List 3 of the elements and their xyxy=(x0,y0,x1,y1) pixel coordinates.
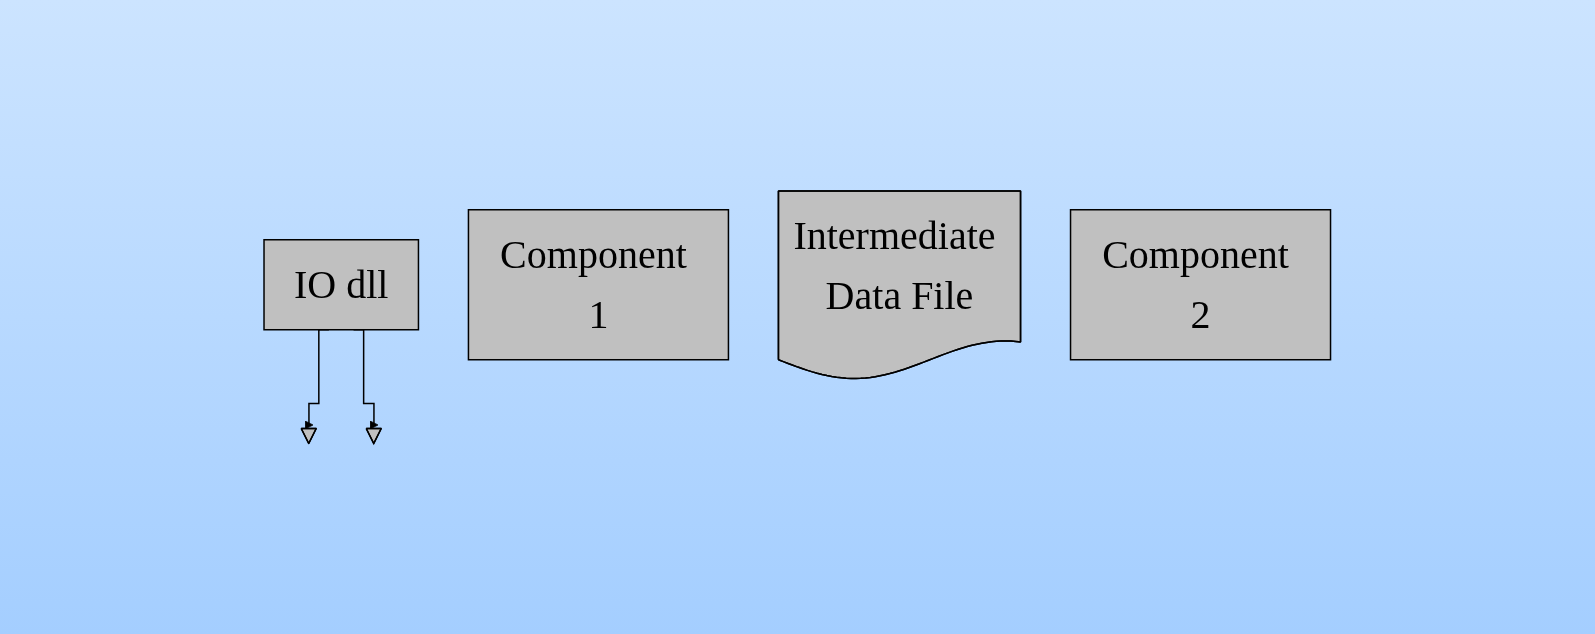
node-box: Component 1 xyxy=(467,208,730,361)
node-box: Component 2 xyxy=(1070,208,1332,361)
node-box: IO dll xyxy=(263,238,420,331)
